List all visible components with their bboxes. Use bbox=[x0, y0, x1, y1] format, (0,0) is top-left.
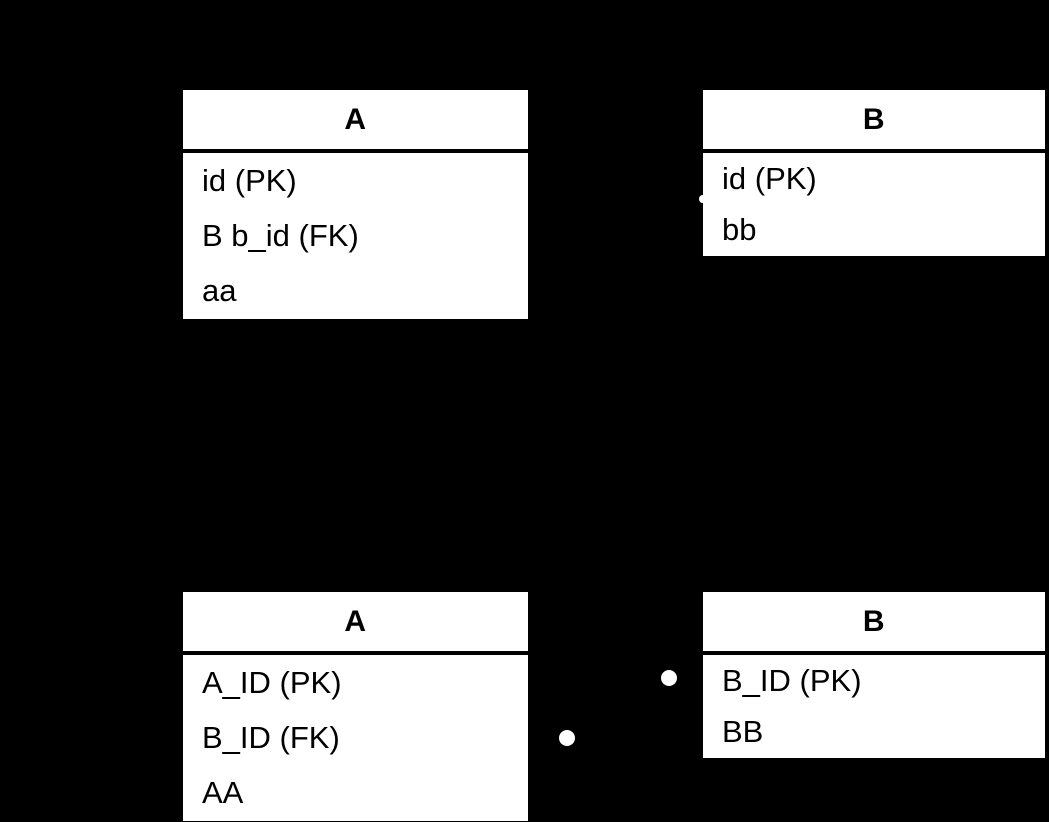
entity-table-b-upper: B id (PK) bb bbox=[703, 90, 1045, 256]
entity-title: B bbox=[703, 592, 1045, 655]
entity-table-a-upper: A id (PK) B b_id (FK) aa bbox=[183, 90, 528, 319]
attribute-row: aa bbox=[202, 273, 237, 309]
entity-title: A bbox=[183, 90, 528, 153]
entity-table-b-lower: B B_ID (PK) BB bbox=[703, 592, 1045, 758]
attribute-row: AA bbox=[202, 775, 244, 811]
zero-circle-marker-icon bbox=[661, 670, 677, 686]
attribute-row-foreign-key: B b_id (FK) bbox=[202, 217, 359, 253]
attribute-row-primary-key: A_ID (PK) bbox=[202, 664, 342, 700]
attribute-row: bb bbox=[722, 212, 757, 248]
entity-title: B bbox=[703, 90, 1045, 153]
attribute-row-primary-key: B_ID (PK) bbox=[722, 662, 862, 698]
attribute-row-primary-key: id (PK) bbox=[202, 162, 297, 198]
relationship-marker-fragment-icon bbox=[699, 195, 706, 203]
entity-title: A bbox=[183, 592, 528, 655]
zero-circle-marker-icon bbox=[559, 730, 575, 746]
attribute-row-primary-key: id (PK) bbox=[722, 160, 817, 196]
entity-table-a-lower: A A_ID (PK) B_ID (FK) AA bbox=[183, 592, 528, 821]
attribute-row-foreign-key: B_ID (FK) bbox=[202, 719, 340, 755]
attribute-row: BB bbox=[722, 714, 764, 750]
